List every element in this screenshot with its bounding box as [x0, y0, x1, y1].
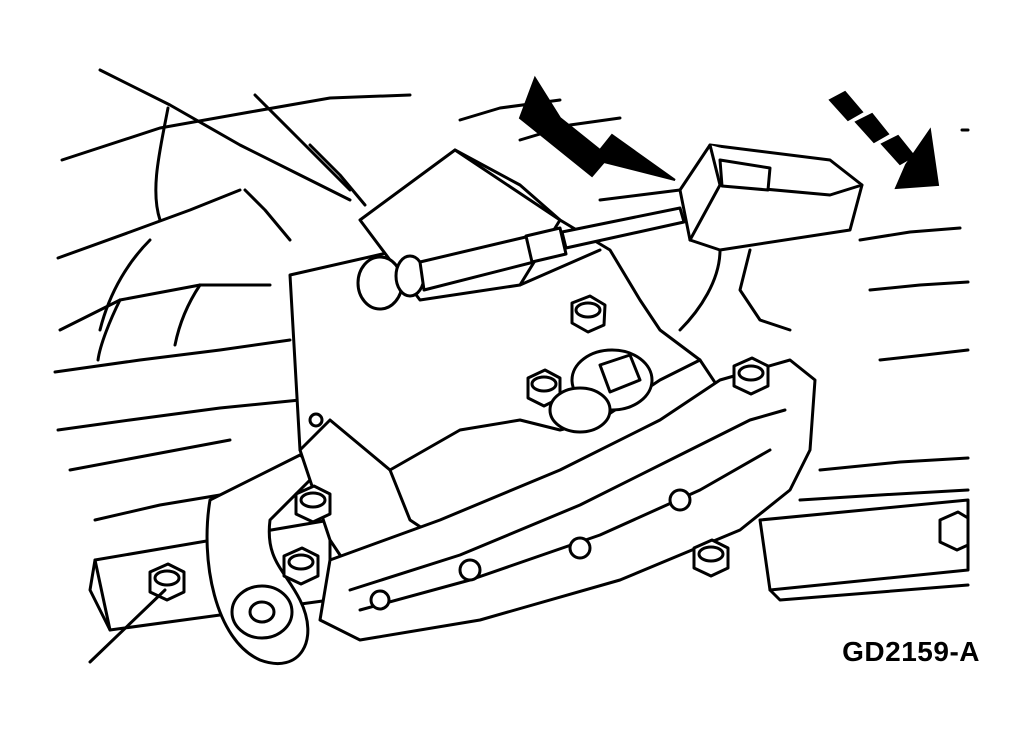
bolt-5	[282, 546, 320, 586]
bolt-7	[692, 538, 730, 578]
control-rod	[356, 206, 686, 311]
electrical-connector	[678, 143, 864, 252]
bolt-3	[732, 356, 770, 396]
gasket-plate	[318, 358, 817, 642]
mounting-bracket	[205, 453, 322, 666]
bolt-2	[526, 368, 562, 408]
bolt-1	[570, 294, 607, 334]
harness-wire	[678, 248, 792, 332]
bolt-4	[294, 484, 332, 524]
dashed-arrow	[828, 90, 940, 190]
solid-arrow	[518, 75, 676, 181]
bolt-8	[938, 510, 970, 552]
selector-shaft	[548, 348, 654, 434]
bolts	[148, 294, 970, 602]
figure-id-label: GD2159-A	[842, 636, 980, 667]
background-chassis-lines	[53, 68, 970, 522]
bolt-6	[148, 562, 186, 602]
leader-line	[88, 588, 167, 664]
